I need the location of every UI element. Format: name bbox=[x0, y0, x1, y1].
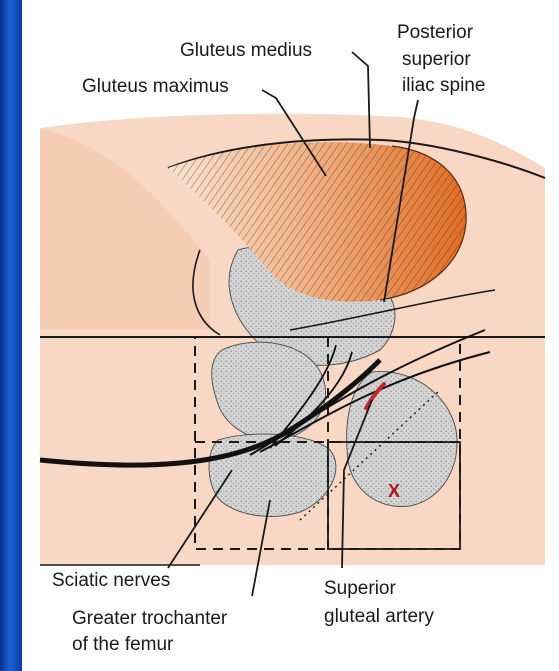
label-superior-gluteal-artery-line2: gluteal artery bbox=[324, 606, 434, 628]
label-psis-line2: superior bbox=[402, 49, 471, 71]
label-psis-line1: Posterior bbox=[397, 22, 473, 44]
label-superior-gluteal-artery-line1: Superior bbox=[324, 578, 396, 600]
label-psis-line3: iliac spine bbox=[402, 75, 485, 97]
injection-site-mark: X bbox=[388, 480, 400, 502]
label-greater-trochanter-line2: of the femur bbox=[72, 634, 173, 656]
label-greater-trochanter-line1: Greater trochanter bbox=[72, 608, 227, 630]
label-sciatic-nerves: Sciatic nerves bbox=[52, 570, 170, 592]
label-gluteus-medius: Gluteus medius bbox=[180, 40, 312, 62]
label-gluteus-maximus: Gluteus maximus bbox=[82, 76, 229, 98]
